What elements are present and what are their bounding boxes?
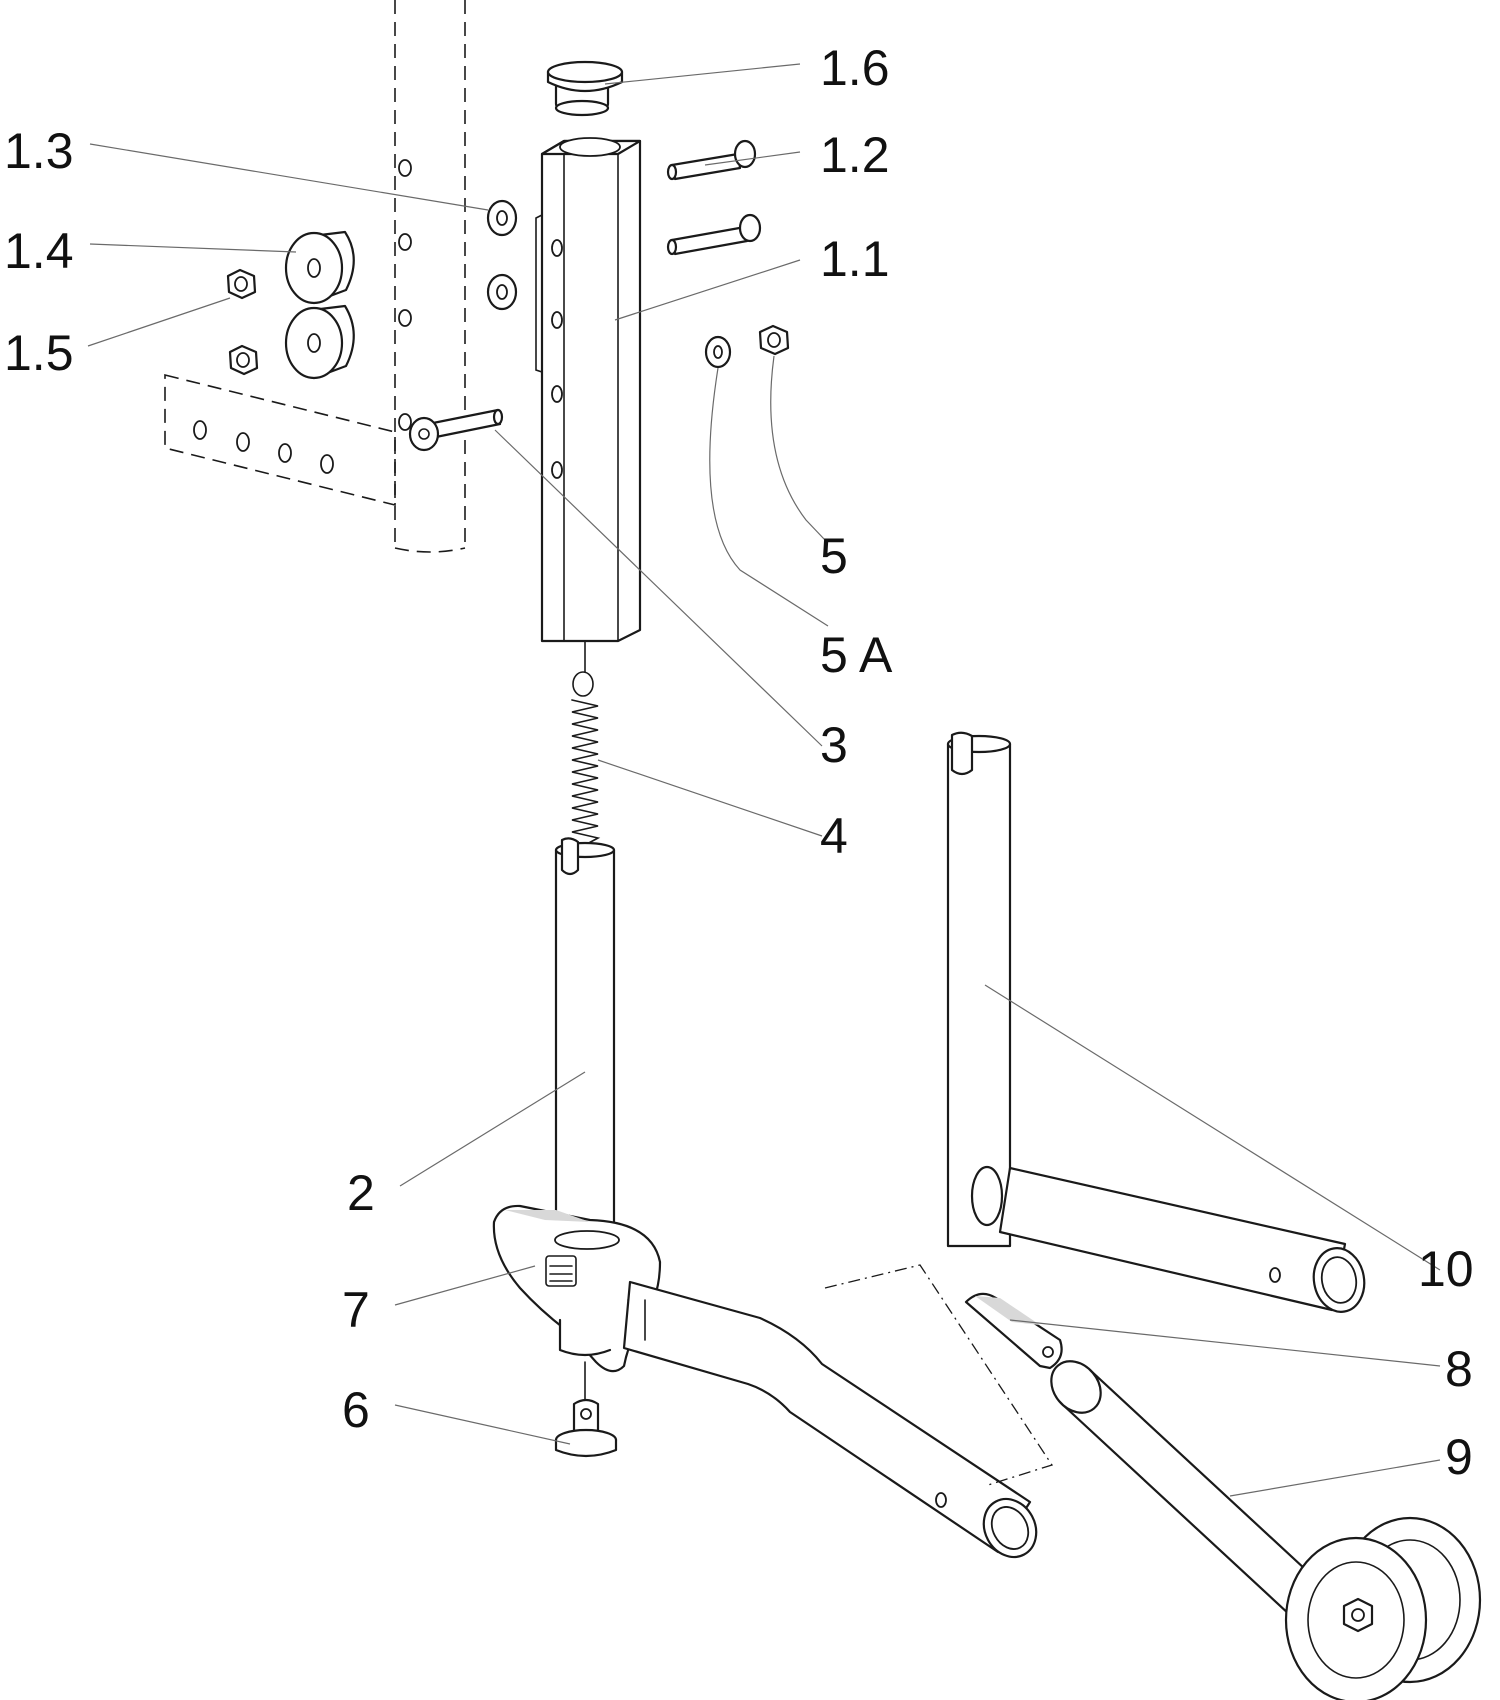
part-8-clip (964, 1292, 1063, 1370)
callout-labels: 1.6 1.3 1.2 1.4 1.1 1.5 5 5 A 3 4 10 2 7… (4, 40, 1474, 1485)
label-8: 8 (1445, 1341, 1473, 1397)
label-1-2: 1.2 (820, 127, 890, 183)
label-2: 2 (347, 1165, 375, 1221)
frame-tube-phantom (394, 0, 466, 553)
part-5a-washer (704, 335, 732, 369)
part-6-glide-foot (554, 1361, 618, 1458)
part-7-fork-bracket (492, 1204, 662, 1373)
part-1-3-washer-upper (486, 199, 518, 237)
label-1-1: 1.1 (820, 231, 890, 287)
part-1-2-pin-lower (666, 213, 762, 256)
part-5-nut (758, 324, 790, 356)
label-1-5: 1.5 (4, 325, 74, 381)
mounting-plate-phantom (164, 373, 396, 507)
part-1-4-spacer-upper (284, 230, 355, 305)
part-1-1-square-sleeve (535, 137, 642, 643)
part-1-5-nut-upper (226, 268, 257, 300)
label-7: 7 (342, 1282, 370, 1338)
arm-tube-front (622, 1280, 1038, 1559)
label-1-3: 1.3 (4, 123, 74, 179)
label-5: 5 (820, 528, 848, 584)
part-1-6-end-cap (546, 60, 624, 117)
part-9-wheel-front (1284, 1536, 1428, 1700)
label-4: 4 (820, 808, 848, 864)
part-2-inner-tube (554, 837, 616, 1242)
part-4-spring (571, 640, 601, 846)
label-10: 10 (1418, 1241, 1474, 1297)
part-1-5-nut-lower (228, 344, 259, 376)
label-6: 6 (342, 1382, 370, 1438)
part-1-3-washer-lower (486, 273, 518, 311)
label-9: 9 (1445, 1429, 1473, 1485)
part-3-bolt (408, 408, 504, 452)
part-10-l-frame (946, 731, 1366, 1313)
label-3: 3 (820, 717, 848, 773)
label-5a: 5 A (820, 627, 893, 683)
label-1-6: 1.6 (820, 40, 890, 96)
leader-lines (87, 63, 1441, 1497)
alignment-guide-box (824, 1264, 1054, 1486)
part-1-4-spacer-lower (284, 304, 355, 380)
label-1-4: 1.4 (4, 223, 74, 279)
